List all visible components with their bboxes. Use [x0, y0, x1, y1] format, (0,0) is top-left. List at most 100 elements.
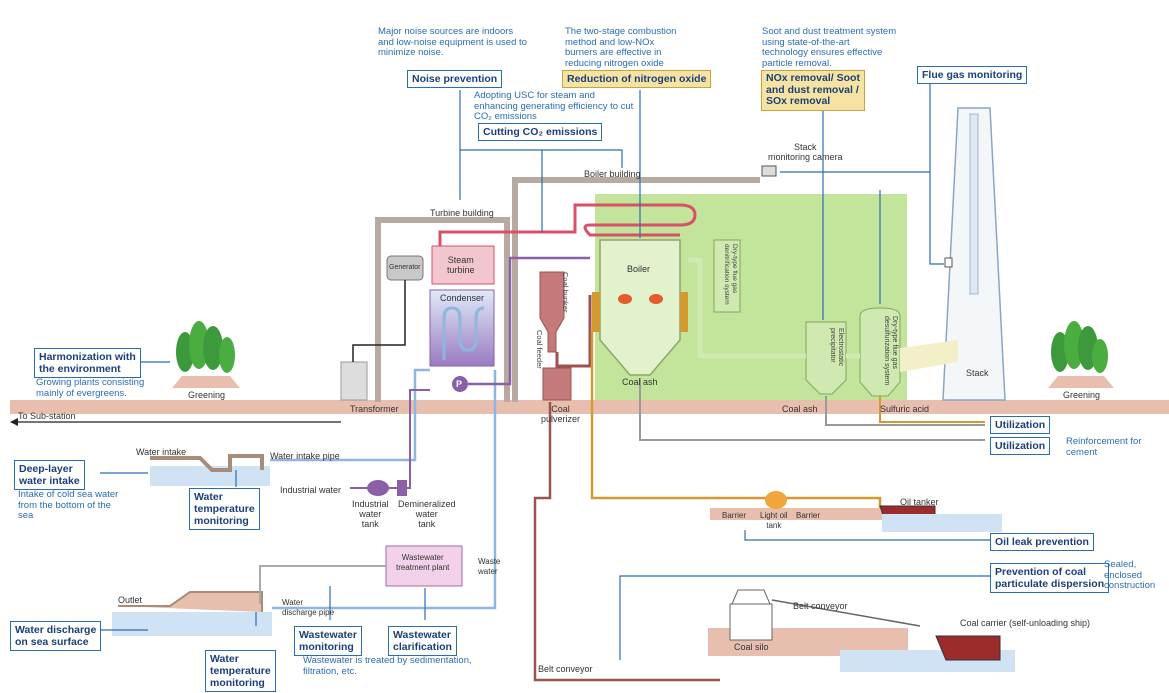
coal-dispersion-line-2: particulate dispersion — [995, 578, 1105, 590]
industrial-tank-label-1: Industrial — [352, 499, 389, 509]
note-cold-water: Intake of cold sea water from the bottom… — [18, 489, 119, 521]
wastewater-clarification-line-1: Wastewater — [393, 629, 451, 641]
water-discharge-line — [272, 370, 497, 610]
note-plants: Growing plants consisting mainly of ever… — [36, 377, 145, 399]
coal-carrier-label: Coal carrier (self-unloading ship) — [960, 618, 1091, 628]
noise-prevention-box: Noise prevention — [407, 70, 503, 88]
wastewater-line — [259, 565, 386, 604]
coal-pulverizer-shape — [542, 367, 572, 401]
denitrification-box — [713, 239, 741, 313]
deep-layer-line-2: water intake — [19, 475, 80, 487]
discharge-pipe-label-2: discharge pipe — [282, 608, 335, 617]
pump — [452, 376, 468, 392]
coal-silo-roof — [731, 589, 771, 605]
burner-left-wall — [592, 292, 600, 332]
note-cement: Reinforcement for cement — [1066, 436, 1142, 458]
coal-pulverizer-label-1: Coal — [551, 404, 570, 414]
oil-leak-prevention-box: Oil leak prevention — [990, 533, 1094, 551]
wastewater-clarification-box: Wastewater clarification — [388, 626, 457, 656]
precipitator-shape — [805, 321, 847, 395]
harmonization-line-2: the environment — [39, 363, 121, 375]
coal-dispersion-line-1: Prevention of coal — [995, 566, 1087, 578]
wastewater-monitoring-line-2: monitoring — [299, 641, 354, 653]
nox-removal-line-1: NOx removal/ Soot — [766, 72, 860, 84]
discharge-pipe-label-1: Water — [282, 598, 304, 607]
cutting-co2-box: Cutting CO₂ emissions — [478, 123, 603, 141]
water-intake-pipe-label: Water intake pipe — [270, 451, 340, 461]
to-substation-label: To Sub-station — [18, 411, 76, 421]
steam-turbine-box — [431, 245, 495, 285]
greening-label-1: Greening — [188, 390, 226, 400]
ash-line — [639, 378, 985, 441]
intake-structure — [150, 454, 264, 472]
industrial-tank-label-2: water — [359, 509, 382, 519]
monitor-arrows — [100, 80, 990, 660]
coal-silo-label: Coal silo — [734, 642, 769, 652]
belt-conveyor-shape — [771, 599, 921, 627]
water-discharge-box: Water discharge on sea surface — [10, 621, 102, 651]
note-soot: Soot and dust treatment system using sta… — [762, 26, 897, 69]
flame-2 — [649, 294, 663, 304]
demineralized-label-2: water — [415, 509, 438, 519]
pump-label: P — [456, 379, 463, 389]
boiler-building-outline — [512, 177, 760, 402]
belt-conveyor-label-1: Belt conveyor — [538, 664, 593, 674]
demineralized-label-1: Demineralized — [398, 499, 456, 509]
sulfuric-acid-line — [879, 396, 985, 423]
feedwater-line — [468, 256, 590, 386]
industrial-water-tank — [367, 480, 389, 496]
water-temp-2-line-3: monitoring — [210, 677, 265, 689]
water-temp-2-line-1: Water — [210, 653, 239, 665]
nox-removal-line-2: and dust removal / — [766, 83, 859, 96]
transformer-label: Transformer — [350, 404, 399, 414]
dry-desulfurization-label: Dry-type flue gas desulfurization system — [883, 316, 898, 386]
deep-layer-intake-box: Deep-layer water intake — [14, 460, 85, 490]
note-noise-sources: Major noise sources are indoors and low-… — [378, 26, 527, 58]
oil-line — [590, 330, 882, 510]
outlet-label: Outlet — [118, 595, 143, 605]
water-intake-line — [270, 368, 430, 462]
condenser-label: Condenser — [440, 293, 485, 303]
wastewater-monitoring-box: Wastewater monitoring — [294, 626, 362, 656]
boiler-building-label: Boiler building — [584, 169, 641, 179]
water-discharge-line-1: Water discharge — [15, 624, 97, 636]
coal-dispersion-box: Prevention of coal particulate dispersio… — [990, 563, 1110, 593]
sulfuric-acid-label: Sulfuric acid — [880, 404, 930, 414]
industrial-water-label: Industrial water — [280, 485, 342, 495]
oil-sea — [882, 514, 1002, 532]
coal-carrier-ship — [935, 635, 1001, 661]
stack-camera — [761, 165, 777, 177]
coal-silo-shape — [729, 603, 773, 641]
demineralized-label-3: tank — [418, 519, 436, 529]
discharge-sea — [112, 612, 272, 636]
nox-reduction-box: Reduction of nitrogen oxide — [562, 70, 712, 88]
water-temp-monitoring-box-1: Water temperature monitoring — [189, 488, 260, 530]
light-oil-label-1: Light oil — [760, 511, 788, 520]
coal-feeder-label: Coal feeder — [535, 330, 544, 369]
nox-removal-line-3: SOx removal — [766, 95, 831, 107]
steam-turbine-label-2: turbine — [447, 265, 475, 275]
wastewater-plant-box — [385, 545, 463, 587]
water-temp-1-line-1: Water — [194, 491, 223, 503]
stack-camera-label-2: monitoring camera — [768, 152, 843, 162]
demineralized-water-tank — [397, 480, 407, 496]
ground-surface — [10, 400, 1169, 414]
condenser-box — [429, 289, 495, 367]
ash-line-2 — [825, 396, 985, 426]
nox-removal-box: NOx removal/ Soot and dust removal / SOx… — [761, 70, 865, 111]
harmonization-line-1: Harmonization with — [39, 351, 136, 363]
flue-gas-monitoring-box: Flue gas monitoring — [917, 66, 1028, 84]
water-intake-label: Water intake — [136, 447, 187, 457]
barrier-label-1: Barrier — [722, 511, 747, 520]
flame-1 — [618, 294, 632, 304]
intake-sea — [150, 466, 270, 486]
utilization-box-2: Utilization — [990, 437, 1051, 455]
arrowhead — [10, 418, 18, 426]
turbine-building-label: Turbine building — [430, 208, 494, 218]
greening-label-2: Greening — [1063, 390, 1101, 400]
